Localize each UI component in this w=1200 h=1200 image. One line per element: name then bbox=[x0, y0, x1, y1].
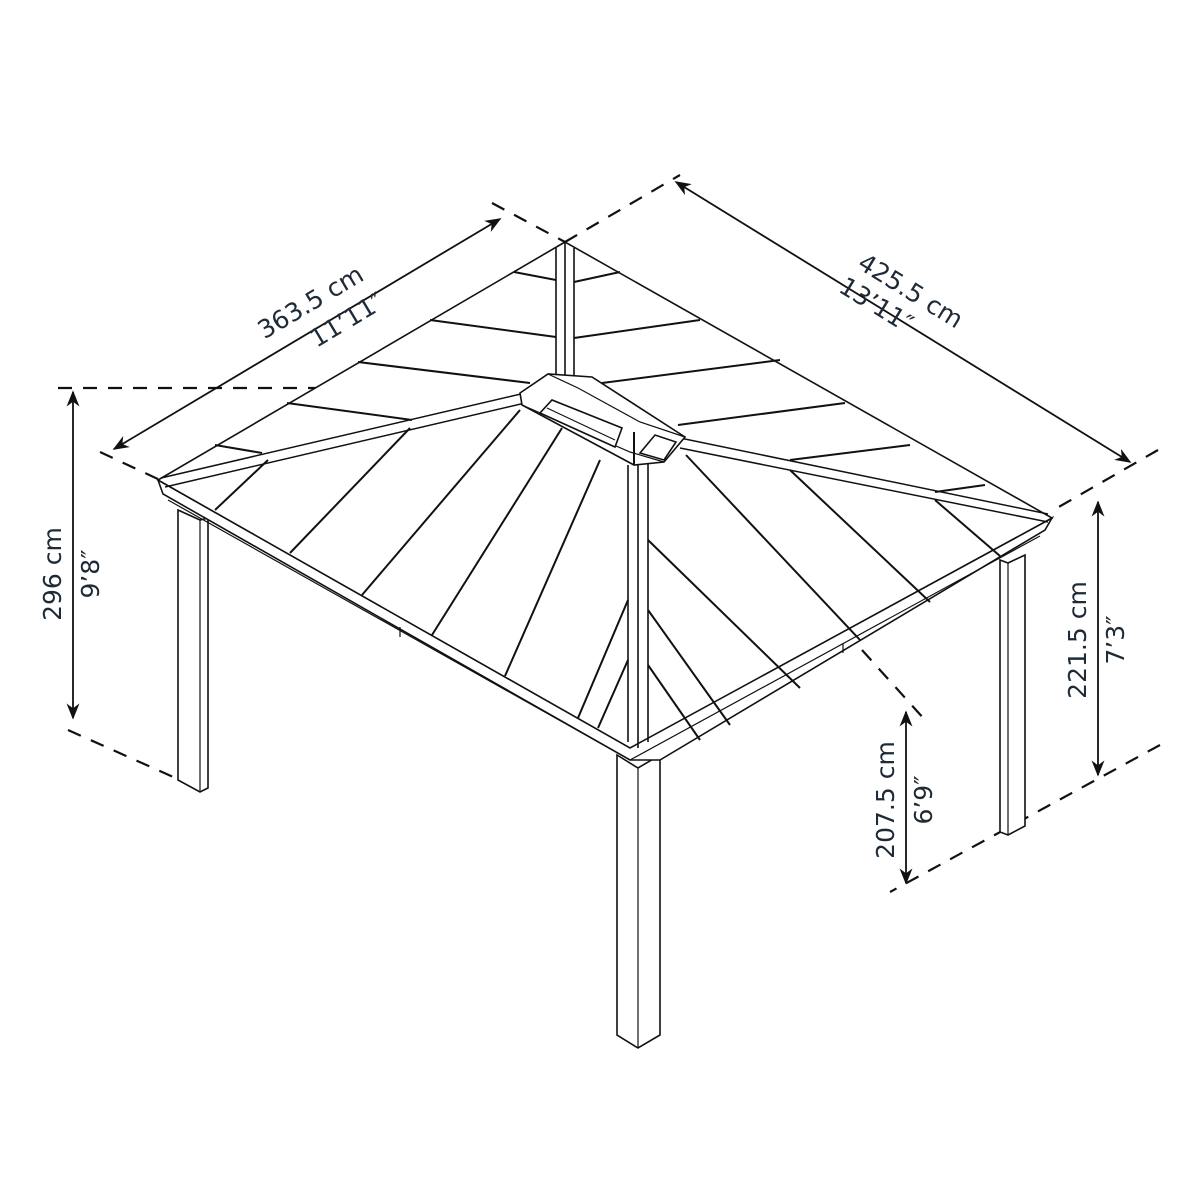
purlins-back-left bbox=[214, 271, 557, 454]
eave-height-imperial-label: 7’3″ bbox=[1101, 615, 1130, 664]
dimension-lines bbox=[66, 181, 1132, 885]
rafters-front-right bbox=[647, 454, 1001, 741]
depth-dimension-line bbox=[112, 218, 502, 450]
extension-line-left-ground bbox=[67, 728, 181, 782]
purlins-back-right bbox=[573, 271, 986, 493]
extension-line-top-left bbox=[491, 202, 566, 243]
roof-surface bbox=[156, 241, 1054, 749]
top-ridge bbox=[555, 242, 575, 380]
post-left bbox=[177, 508, 209, 793]
extension-line-clearance bbox=[861, 649, 926, 721]
post-front bbox=[616, 753, 661, 1049]
width-dimension-line bbox=[674, 181, 1132, 463]
extension-line-top-right bbox=[564, 174, 681, 243]
post-right bbox=[999, 553, 1026, 836]
front-ridge bbox=[627, 462, 649, 748]
total-height-imperial-label: 9’8″ bbox=[76, 549, 105, 598]
rafters-front-left bbox=[214, 409, 629, 729]
labels: 363.5 cm 11’11″ 425.5 cm 13’11″ 296 cm 9… bbox=[38, 248, 1130, 859]
extension-line-right-eave bbox=[1049, 449, 1159, 513]
posts bbox=[177, 508, 1026, 1049]
ridge-cap bbox=[519, 373, 687, 466]
hip-ridges bbox=[160, 392, 1049, 523]
total-height-metric-label: 296 cm bbox=[38, 527, 67, 621]
extension-line-left-eave bbox=[99, 451, 161, 481]
roof bbox=[156, 241, 1055, 761]
clearance-height-metric-label: 207.5 cm bbox=[871, 741, 900, 859]
eave-height-metric-label: 221.5 cm bbox=[1063, 581, 1092, 699]
clearance-height-imperial-label: 6’9″ bbox=[909, 775, 938, 824]
